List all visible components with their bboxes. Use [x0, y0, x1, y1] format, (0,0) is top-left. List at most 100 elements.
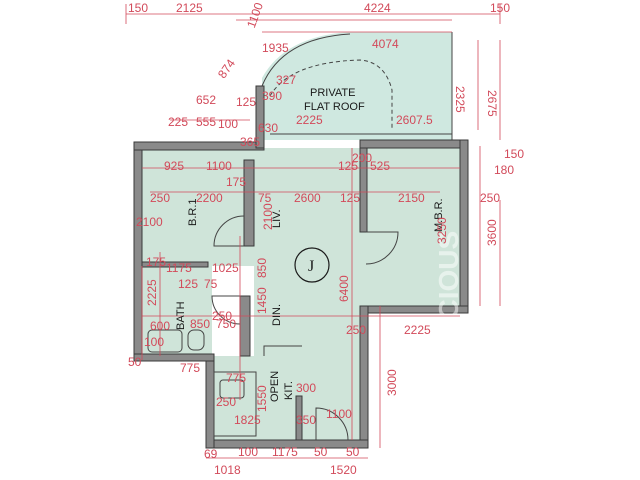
dim-label: 2225	[145, 279, 159, 306]
bath-label: BATH	[175, 301, 187, 330]
din-label: DIN.	[271, 304, 283, 326]
kitchen-counter	[213, 371, 257, 437]
dim-label: 1100	[244, 0, 266, 29]
dim-label: 2607.5	[396, 113, 433, 127]
dim-label: 125	[178, 277, 198, 291]
mbr-label: M.B.R.	[433, 198, 445, 232]
dim-label: 1825	[234, 413, 261, 427]
dim-label: 1935	[262, 41, 289, 55]
dim-label: 350	[296, 413, 316, 427]
dim-label: 50	[314, 445, 328, 459]
dim-label: 175	[146, 255, 166, 269]
dim-label: 3250	[435, 217, 449, 244]
room-labels: PRIVATE FLAT ROOF B.R.1 LIV. M.B.R. DIN.…	[175, 87, 445, 402]
dim-label: 2225	[404, 323, 431, 337]
dim-label: 775	[180, 361, 200, 375]
dim-label: 75	[204, 277, 218, 291]
dim-label: 2225	[296, 113, 323, 127]
kitchen-floor	[210, 356, 360, 444]
dim-label: 1520	[330, 463, 357, 477]
dim-label: 652	[196, 93, 216, 107]
dim-label: 390	[262, 89, 282, 103]
watermark: SPACIOUS	[433, 231, 464, 375]
dim-label: 100	[144, 335, 164, 349]
dim-label: 6400	[337, 275, 351, 302]
dim-label: 125	[338, 159, 358, 173]
fixtures	[147, 329, 257, 437]
liv-label: LIV.	[271, 209, 283, 228]
wall-top-mbr	[359, 139, 469, 149]
dim-label: 874	[215, 56, 238, 81]
open-label: OPEN	[269, 371, 281, 402]
dim-label: 50	[346, 445, 360, 459]
wall-kit-left	[205, 355, 215, 449]
dim-label: 630	[258, 121, 278, 135]
wall-left	[133, 141, 143, 361]
dim-label: 225	[168, 115, 188, 129]
dim-label: 1175	[166, 261, 192, 275]
flat-roof-floor	[262, 32, 452, 140]
dim-label: 175	[226, 175, 246, 189]
dim-label: 2325	[453, 86, 467, 113]
dim-label: 100	[238, 445, 258, 459]
dim-label: 69	[204, 447, 218, 461]
dim-label: 250	[346, 323, 366, 337]
dim-label: 3600	[485, 219, 499, 246]
direction-symbol-label: J	[308, 258, 314, 275]
roof-label-line2: FLAT ROOF	[304, 101, 365, 113]
dim-label: 250	[216, 395, 236, 409]
kit-label: KIT.	[283, 381, 295, 400]
roof-outline	[261, 32, 453, 140]
bath-tub	[147, 329, 183, 353]
roof-dashed-edge	[269, 59, 393, 130]
dim-label: 300	[296, 381, 316, 395]
wall-br1-bath	[141, 261, 209, 268]
dim-label: 100	[218, 117, 238, 131]
mbr-door	[365, 231, 399, 265]
dim-label: 1100	[206, 159, 232, 173]
dim-label: 2125	[176, 1, 203, 15]
dim-label: 2100	[136, 215, 163, 229]
dim-label: 850	[255, 258, 269, 278]
roof-curved-edge	[261, 33, 351, 87]
floor-areas	[142, 32, 460, 444]
wall-bath-bottom	[133, 353, 215, 362]
dim-label: 150	[504, 147, 524, 161]
dim-label: 1100	[326, 407, 352, 421]
dim-label: 365	[240, 135, 260, 149]
bath-floor	[142, 266, 212, 356]
dim-label: 850	[190, 317, 210, 331]
dim-label: 2100	[261, 203, 275, 230]
dim-label: 250	[480, 191, 500, 205]
dim-label: 925	[164, 159, 184, 173]
dim-label: 250	[150, 191, 170, 205]
dim-label: 1018	[214, 463, 241, 477]
dim-label: 75	[258, 191, 272, 205]
wall-br1-liv	[243, 159, 255, 247]
dim-label: 555	[196, 115, 216, 129]
dim-label: 525	[370, 159, 390, 173]
wall-bath-liv	[239, 295, 251, 357]
roof-label-line1: PRIVATE	[310, 87, 355, 99]
dim-label: 250	[212, 309, 232, 323]
dim-label: 1550	[255, 385, 269, 412]
dim-label: 1175	[272, 445, 298, 459]
dim-label: 750	[216, 317, 236, 331]
mbr-floor	[366, 148, 460, 306]
wall-roof-left	[255, 85, 265, 149]
dim-label: 2600	[294, 191, 321, 205]
dim-label: 125	[340, 191, 360, 205]
bath-door	[211, 295, 241, 325]
kitchen-sink	[219, 379, 245, 399]
wall-liv-mbr	[359, 147, 368, 233]
br1-label: B.R.1	[187, 198, 199, 226]
dim-label: 180	[494, 163, 514, 177]
dim-label: 125	[236, 95, 256, 109]
kit-door	[263, 345, 302, 356]
wall-kit-bottom-stub	[295, 395, 303, 441]
dim-label: 2150	[398, 191, 425, 205]
dim-label: 150	[128, 1, 148, 15]
direction-symbol: J	[294, 247, 330, 283]
dim-label: 2200	[196, 191, 223, 205]
